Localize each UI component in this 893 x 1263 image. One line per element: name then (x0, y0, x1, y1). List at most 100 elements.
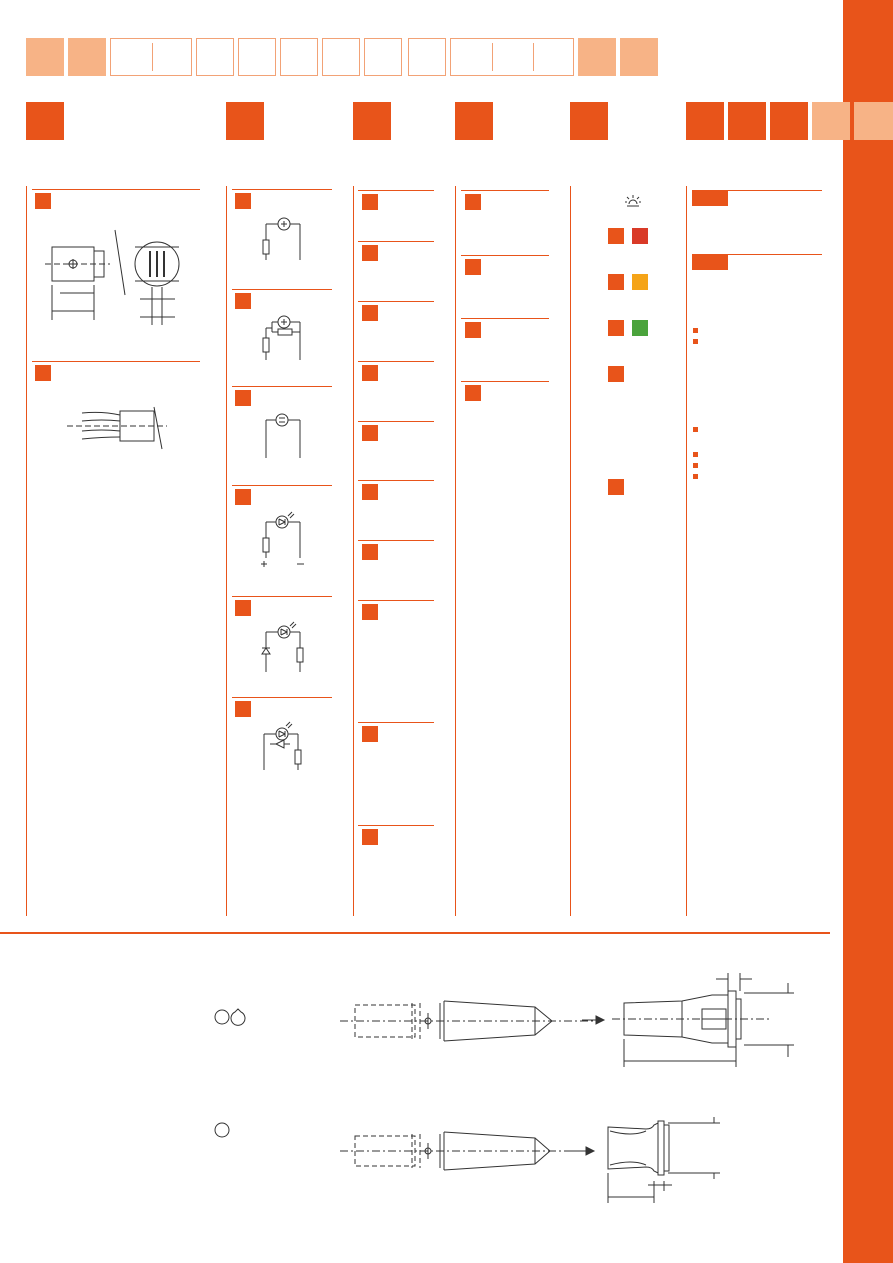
light-emission-icon (624, 192, 642, 210)
lamp-insertion-drawing-2 (340, 1128, 580, 1174)
insertion-arrow (572, 1146, 594, 1156)
row-marker (235, 489, 251, 505)
color-code-marker-amber (608, 274, 624, 290)
row-marker (362, 245, 378, 261)
color-code-marker-red (608, 228, 624, 244)
tab-11[interactable] (578, 38, 616, 76)
tab-1[interactable] (26, 38, 64, 76)
row-marker (465, 194, 481, 210)
header-square-8 (770, 102, 808, 140)
row-rule (461, 381, 549, 382)
header-square-7 (728, 102, 766, 140)
row-rule (232, 485, 332, 486)
note-label-block (692, 254, 728, 270)
row-marker (362, 726, 378, 742)
row-marker (235, 193, 251, 209)
column-divider-6 (686, 186, 687, 916)
row-rule (232, 697, 332, 698)
row-rule (358, 480, 434, 481)
wire-lead-drawing (62, 405, 172, 450)
row-rule (232, 289, 332, 290)
column-divider-2 (226, 186, 227, 916)
tab-3-divider (152, 43, 153, 71)
keyed-hole-icon (213, 1008, 247, 1026)
header-square-3 (353, 102, 391, 140)
circuit-glow-lamp (262, 410, 304, 460)
tab-10-divider-1 (492, 43, 493, 71)
row-rule (358, 190, 434, 191)
row-marker (362, 544, 378, 560)
header-square-5 (570, 102, 608, 140)
column-divider-1 (26, 186, 27, 916)
row-rule (32, 189, 200, 190)
circuit-led-diode-resistor (256, 618, 312, 674)
bullet-marker (693, 452, 698, 457)
tab-6[interactable] (280, 38, 318, 76)
row-marker (465, 259, 481, 275)
row-rule (461, 255, 549, 256)
row-rule (692, 190, 822, 191)
row-marker (235, 390, 251, 406)
circuit-filament-resistor (260, 212, 305, 262)
tab-12[interactable] (620, 38, 658, 76)
column-divider-3 (353, 186, 354, 916)
row-marker (465, 322, 481, 338)
row-rule (358, 241, 434, 242)
tab-10[interactable] (450, 38, 574, 76)
row-rule (358, 540, 434, 541)
tab-3[interactable] (110, 38, 192, 76)
row-marker (235, 701, 251, 717)
row-rule (232, 189, 332, 190)
tab-2[interactable] (68, 38, 106, 76)
row-rule (692, 254, 822, 255)
row-rule (358, 301, 434, 302)
note-label-block (692, 190, 728, 206)
row-marker (362, 604, 378, 620)
section-separator (0, 932, 830, 934)
row-marker (362, 829, 378, 845)
row-rule (461, 190, 549, 191)
header-square-2 (226, 102, 264, 140)
tab-9[interactable] (408, 38, 446, 76)
circuit-filament-parallel-resistor (260, 312, 305, 362)
row-rule (32, 361, 200, 362)
header-square-10 (854, 102, 893, 140)
lens-swatch-amber (632, 274, 648, 290)
bullet-marker (693, 463, 698, 468)
header-square-6 (686, 102, 724, 140)
row-rule (358, 421, 434, 422)
color-code-marker-green (608, 320, 624, 336)
header-square-1 (26, 102, 64, 140)
bullet-marker (693, 474, 698, 479)
row-marker (465, 385, 481, 401)
row-rule (358, 600, 434, 601)
row-rule (358, 825, 434, 826)
column-divider-4 (455, 186, 456, 916)
tab-7[interactable] (322, 38, 360, 76)
column-divider-5 (570, 186, 571, 916)
bullet-marker (693, 427, 698, 432)
header-square-9 (812, 102, 850, 140)
row-marker (362, 305, 378, 321)
row-rule (358, 722, 434, 723)
side-tab-bar (843, 0, 893, 1263)
lens-swatch-red (632, 228, 648, 244)
row-rule (461, 318, 549, 319)
tab-10-divider-2 (533, 43, 534, 71)
insertion-arrow (582, 1015, 604, 1025)
circuit-led-resistor-polarity (256, 508, 312, 570)
row-marker (362, 484, 378, 500)
round-hole-icon (213, 1121, 231, 1139)
mounted-lampholder-drawing-2 (602, 1115, 727, 1210)
tab-4[interactable] (196, 38, 234, 76)
tab-8[interactable] (364, 38, 402, 76)
row-marker (235, 293, 251, 309)
row-marker (235, 600, 251, 616)
lamp-insertion-drawing-1 (340, 995, 600, 1047)
bullet-marker (693, 339, 698, 344)
row-rule (232, 386, 332, 387)
row-rule (232, 596, 332, 597)
row-marker (362, 365, 378, 381)
tab-5[interactable] (238, 38, 276, 76)
row-marker (362, 425, 378, 441)
